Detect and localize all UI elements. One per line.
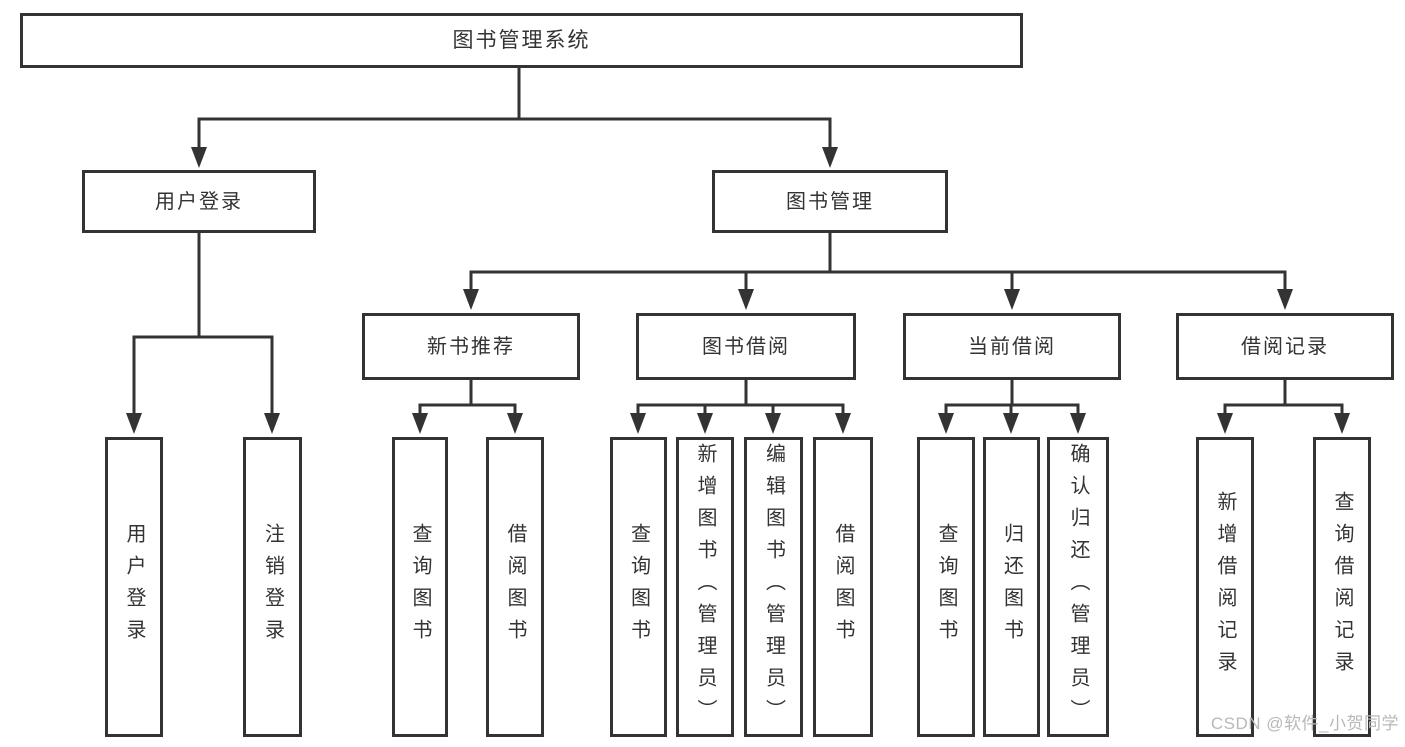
node-label: 借阅图书 bbox=[832, 523, 854, 651]
node-label: 图书管理 bbox=[786, 190, 874, 213]
node-label: 当前借阅 bbox=[968, 335, 1056, 358]
node-book-management-branch: 图书管理 bbox=[712, 170, 948, 233]
node-new-book-recommend: 新书推荐 bbox=[362, 313, 580, 380]
node-label: 用户登录 bbox=[155, 190, 243, 213]
node-leaf-bb-query-books: 查询图书 bbox=[610, 437, 667, 737]
node-leaf-bb-add-books-admin: 新增图书（管理员） bbox=[676, 437, 734, 737]
node-label: 归还图书 bbox=[1000, 523, 1023, 651]
node-leaf-cb-query-books: 查询图书 bbox=[917, 437, 975, 737]
node-label: 图书借阅 bbox=[702, 335, 790, 358]
node-book-borrowing: 图书借阅 bbox=[636, 313, 856, 380]
node-library-management-system: 图书管理系统 bbox=[20, 13, 1023, 68]
node-current-borrowing: 当前借阅 bbox=[903, 313, 1121, 380]
node-leaf-bb-edit-books-admin: 编辑图书（管理员） bbox=[744, 437, 803, 737]
node-leaf-logout: 注销登录 bbox=[243, 437, 302, 737]
node-label: 图书管理系统 bbox=[452, 29, 591, 52]
node-leaf-br-query-record: 查询借阅记录 bbox=[1313, 437, 1371, 737]
node-leaf-nbr-query-books: 查询图书 bbox=[392, 437, 448, 737]
node-leaf-nbr-borrow-books: 借阅图书 bbox=[486, 437, 544, 737]
node-label: 确认归还（管理员） bbox=[1067, 443, 1089, 731]
node-user-login-branch: 用户登录 bbox=[82, 170, 316, 233]
csdn-watermark: CSDN @软件_小贺同学 bbox=[1210, 714, 1399, 733]
node-label: 查询图书 bbox=[627, 523, 650, 651]
node-borrow-records: 借阅记录 bbox=[1176, 313, 1394, 380]
node-leaf-br-add-record: 新增借阅记录 bbox=[1196, 437, 1254, 737]
node-label: 查询图书 bbox=[409, 523, 431, 651]
node-leaf-cb-return-books: 归还图书 bbox=[983, 437, 1040, 737]
node-label: 新增图书（管理员） bbox=[694, 443, 716, 731]
node-label: 用户登录 bbox=[123, 523, 145, 651]
arrowheads bbox=[126, 147, 1350, 434]
node-leaf-user-login: 用户登录 bbox=[105, 437, 163, 737]
node-label: 新书推荐 bbox=[427, 335, 515, 358]
node-label: 注销登录 bbox=[261, 523, 284, 651]
node-leaf-cb-confirm-return-admin: 确认归还（管理员） bbox=[1047, 437, 1109, 737]
node-label: 查询图书 bbox=[935, 523, 957, 651]
node-label: 借阅记录 bbox=[1241, 335, 1329, 358]
node-leaf-bb-borrow-books: 借阅图书 bbox=[813, 437, 873, 737]
node-label: 查询借阅记录 bbox=[1331, 491, 1353, 683]
node-label: 借阅图书 bbox=[504, 523, 526, 651]
node-label: 编辑图书（管理员） bbox=[762, 443, 785, 731]
node-label: 新增借阅记录 bbox=[1214, 491, 1236, 683]
